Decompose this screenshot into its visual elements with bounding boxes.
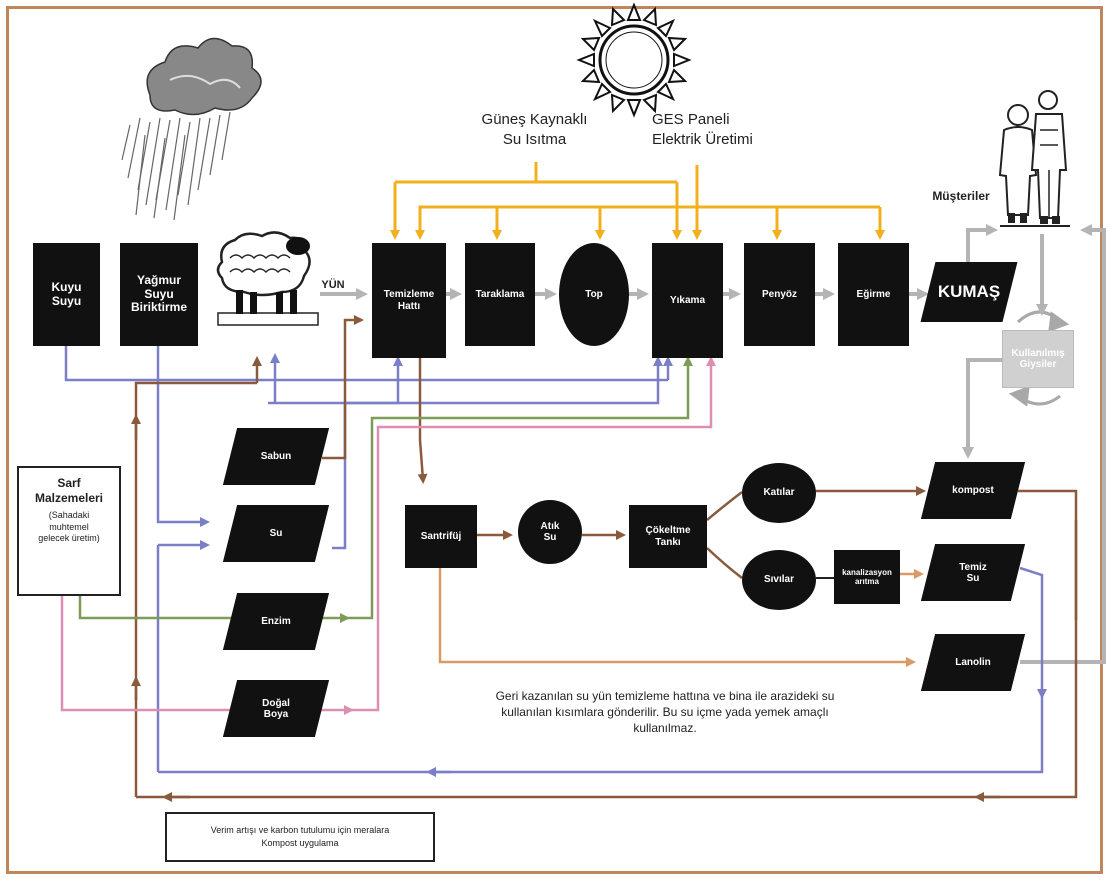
consumables-subtitle: (Sahadaki muhtemel gelecek üretim) xyxy=(38,510,100,544)
rainwater-box: Yağmur Suyu Biriktirme xyxy=(120,243,198,346)
compost-application-box: Verim artışı ve karbon tutulumu için mer… xyxy=(165,812,435,862)
compost-box: kompost xyxy=(920,462,1026,519)
centrifuge-box: Santrifüj xyxy=(405,505,477,568)
recycled-water-note: Geri kazanılan su yün temizleme hattına … xyxy=(495,689,835,736)
liquids-circle: Sıvılar xyxy=(742,550,816,610)
used-clothes-box: Kullanılmış Giysiler xyxy=(1002,330,1074,388)
customers-icon xyxy=(998,90,1070,227)
combing-box: Penyöz xyxy=(744,243,815,346)
sheep-icon xyxy=(216,231,319,326)
spinning-box: Eğirme xyxy=(838,243,909,346)
well-water-box: Kuyu Suyu xyxy=(33,243,100,346)
consumables-box: Sarf Malzemeleri (Sahadaki muhtemel gele… xyxy=(17,466,121,596)
natural-dye-box: Doğal Boya xyxy=(222,680,330,737)
rain-cloud-icon xyxy=(121,37,262,221)
wool-label: YÜN xyxy=(321,279,345,291)
soap-box: Sabun xyxy=(222,428,330,485)
cleaning-line-box: Temizleme Hattı xyxy=(372,243,446,358)
top-circle: Top xyxy=(559,243,629,346)
diagram-frame xyxy=(6,6,1103,874)
solar-water-heating-label: Güneş Kaynaklı Su Isıtma xyxy=(481,111,588,149)
washing-box: Yıkama xyxy=(652,243,723,358)
water-supply-box: Su xyxy=(222,505,330,562)
enzyme-box: Enzim xyxy=(222,593,330,650)
settling-tank-box: Çökeltme Tankı xyxy=(629,505,707,568)
carding-box: Taraklama xyxy=(465,243,535,346)
sun-icon xyxy=(576,2,692,118)
solids-circle: Katılar xyxy=(742,463,816,523)
lanolin-box: Lanolin xyxy=(920,634,1026,691)
fabric-box: KUMAŞ xyxy=(920,262,1018,322)
customers-label: Müşteriler xyxy=(932,189,990,203)
sewage-treatment-box: kanalizasyon arıtma xyxy=(834,550,900,604)
consumables-title: Sarf Malzemeleri xyxy=(34,476,104,505)
solar-panel-label: GES Paneli Elektrik Üretimi xyxy=(652,111,753,149)
waste-water-circle: Atık Su xyxy=(518,500,582,564)
clean-water-box: Temiz Su xyxy=(920,544,1026,601)
